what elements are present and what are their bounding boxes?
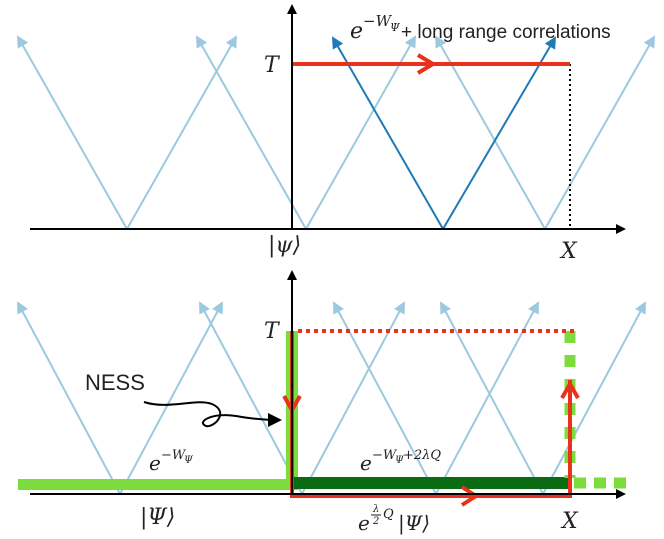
dark-ray — [332, 36, 444, 230]
dark-green-band — [292, 477, 572, 489]
mid-exp-sup-b: +2λQ — [403, 448, 441, 463]
bottom-psi-label: |Ψ⟩ — [140, 505, 175, 530]
left-weight-expression: e −W Ψ — [149, 448, 194, 475]
light-ray — [196, 35, 307, 230]
top-dark-cone — [332, 36, 557, 230]
bottom-exp-sup-tail: Q — [383, 507, 394, 522]
correlation-text: + long range correlations — [401, 22, 611, 43]
light-ray — [435, 35, 546, 230]
light-ray — [544, 35, 655, 230]
left-exp-sub: Ψ — [184, 455, 194, 466]
light-ray — [119, 301, 223, 495]
mid-exp-sup-a: −W — [372, 448, 398, 463]
ness-pointer-squiggle — [143, 401, 279, 428]
bottom-panel: NESS T X |Ψ⟩ e −W Ψ e −W Ψ +2λQ e λ 2 Q … — [17, 270, 646, 536]
top-exp-base: e — [350, 19, 363, 44]
bottom-exp-frac-num: λ — [372, 504, 379, 515]
top-panel: T X |ψ⟩ e −W Ψ + long range correlations — [17, 4, 655, 264]
red-arrow-head — [416, 53, 437, 75]
top-exp-sup: −W — [363, 12, 393, 30]
red-arrow-up — [560, 379, 580, 399]
top-weight-expression: e −W Ψ + long range correlations — [350, 12, 611, 44]
light-ray — [440, 301, 544, 495]
light-ray — [542, 301, 646, 495]
mid-weight-expression: e −W Ψ +2λQ — [360, 448, 441, 475]
left-exp-sup: −W — [161, 448, 187, 463]
bottom-exp-base: e — [358, 511, 370, 535]
ness-pointer-head — [268, 413, 282, 427]
light-ray — [301, 301, 405, 495]
light-ray — [17, 301, 121, 495]
light-ray — [333, 301, 437, 495]
red-arrow-right — [460, 485, 480, 507]
light-ray — [305, 35, 416, 230]
mid-exp-base: e — [360, 451, 372, 475]
dark-ray — [442, 36, 557, 230]
ness-band-left — [18, 479, 292, 490]
light-ray — [17, 35, 128, 230]
top-psi-label: |ψ⟩ — [268, 233, 301, 258]
top-t-label: T — [264, 53, 281, 78]
top-light-rays — [17, 35, 655, 230]
bottom-light-rays — [17, 301, 646, 495]
bottom-x-label: X — [560, 509, 579, 534]
mid-exp-sub: Ψ — [395, 455, 405, 466]
left-exp-base: e — [149, 451, 161, 475]
red-contour — [290, 331, 572, 498]
bottom-exp-frac-den: 2 — [372, 516, 379, 527]
top-exp-sub: Ψ — [390, 21, 400, 34]
bottom-weight-expression: e λ 2 Q |Ψ⟩ — [358, 504, 430, 536]
bottom-t-label: T — [264, 319, 281, 344]
light-ray — [199, 301, 303, 495]
light-ray — [126, 35, 237, 230]
bottom-ket: |Ψ⟩ — [398, 511, 430, 536]
top-x-label: X — [559, 239, 578, 264]
ness-label: NESS — [85, 370, 145, 395]
light-ray — [435, 301, 539, 495]
